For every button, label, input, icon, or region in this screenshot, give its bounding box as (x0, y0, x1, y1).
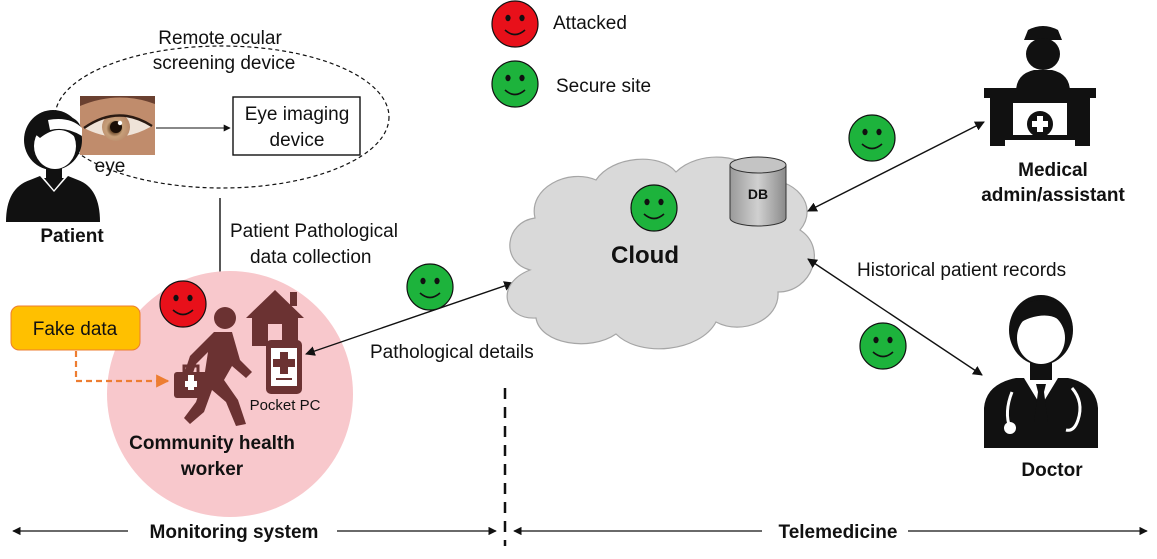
patient-icon (6, 110, 100, 222)
eye-imaging-device-box (232, 96, 361, 156)
screening-device-label-line1: Remote ocular (158, 28, 282, 49)
screening-device-label-line2: screening device (153, 53, 296, 74)
cloud-doctor-link (807, 258, 983, 376)
historical-records-label: Historical patient records (857, 260, 1066, 281)
fake-data-arrow (74, 351, 170, 388)
collection-label-line1: Patient Pathological (230, 221, 398, 242)
pocket-pc-label: Pocket PC (250, 397, 321, 414)
legend-attacked-label: Attacked (553, 13, 627, 34)
chw-label-line2: worker (180, 459, 244, 480)
patient-label: Patient (40, 226, 104, 247)
cloud-secure-smiley-icon (630, 184, 678, 232)
doctor-label: Doctor (1021, 460, 1083, 481)
telemedicine-label: Telemedicine (779, 522, 898, 543)
admin-secure-smiley-icon (848, 114, 896, 162)
chw-attacked-smiley-icon (159, 280, 207, 328)
doctor-secure-smiley-icon (859, 322, 907, 370)
database-icon (729, 156, 787, 227)
pocket-pc-icon (266, 340, 302, 394)
link-secure-smiley-icon (406, 263, 454, 311)
cloud-admin-link (807, 121, 985, 212)
legend: Attacked Secure site (491, 0, 651, 108)
health-worker-icon (174, 307, 252, 426)
chw-cloud-link (305, 281, 514, 356)
chw-label-line1: Community health (129, 433, 295, 454)
screening-device-boundary (54, 45, 390, 189)
eye-imaging-label-line2: device (270, 130, 325, 151)
attacked-smiley-icon (491, 0, 539, 48)
medical-admin-icon (984, 26, 1096, 146)
legend-secure-label: Secure site (556, 76, 651, 97)
medical-label-line2: admin/assistant (981, 185, 1125, 206)
pathological-details-label: Pathological details (370, 342, 534, 363)
eye-label: eye (95, 156, 126, 177)
doctor-icon (984, 295, 1098, 448)
secure-smiley-icon (491, 60, 539, 108)
cloud-label: Cloud (611, 242, 679, 269)
fake-data-box (10, 305, 141, 351)
db-label: DB (748, 186, 768, 202)
eye-imaging-label-line1: Eye imaging (245, 104, 350, 125)
eye-photo (80, 96, 155, 155)
fake-data-label: Fake data (33, 319, 118, 340)
medical-label-line1: Medical (1018, 160, 1088, 181)
collection-label-line2: data collection (250, 247, 371, 268)
monitoring-system-label: Monitoring system (150, 522, 319, 543)
